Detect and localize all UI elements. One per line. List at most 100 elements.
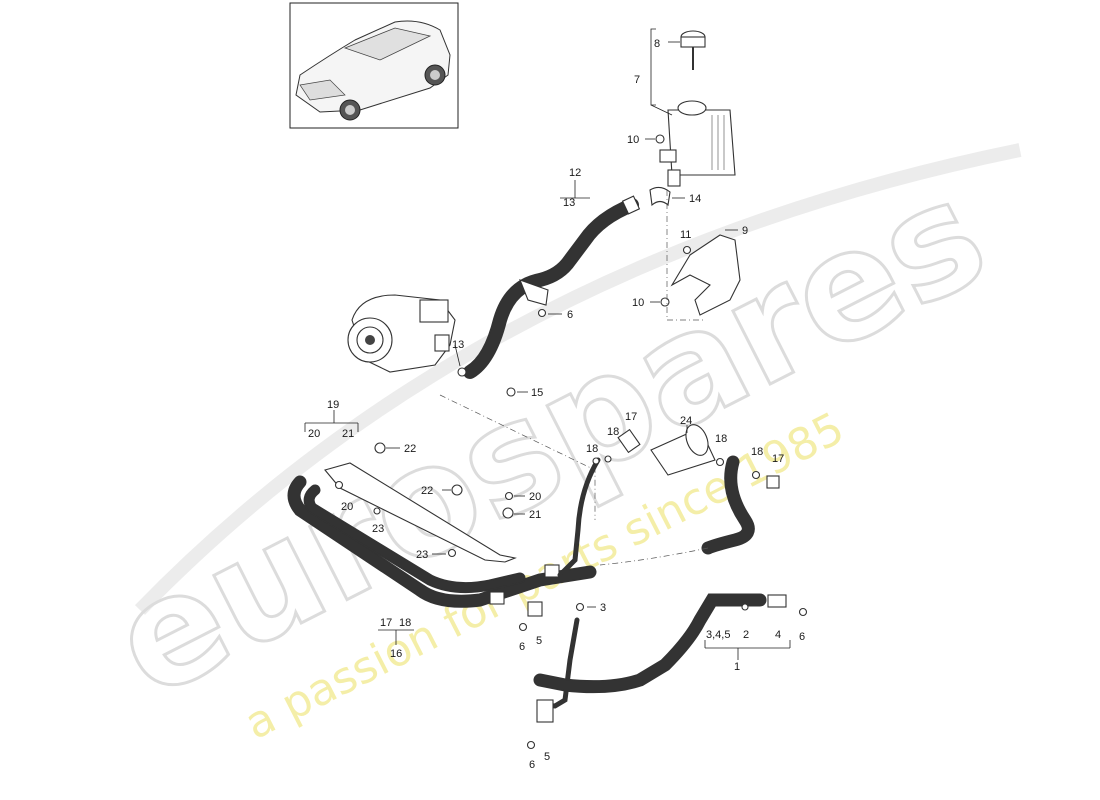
callout-11[interactable]: 11 (680, 229, 691, 241)
nut-15[interactable] (506, 387, 516, 397)
cooler-tube-inner-fill (305, 486, 524, 592)
bolt-6c[interactable] (798, 607, 808, 617)
reservoir-outlet (659, 149, 677, 163)
callout-6d[interactable]: 6 (529, 759, 535, 771)
rubber-mount-22a[interactable] (374, 442, 386, 454)
callout-23b[interactable]: 23 (416, 549, 428, 561)
banjo-bolt-17b[interactable] (766, 475, 780, 489)
bracket-assembly[interactable] (649, 186, 741, 321)
hose-clamp-14[interactable] (649, 186, 671, 207)
callout-22a[interactable]: 22 (404, 443, 416, 455)
bolt-6b[interactable] (518, 622, 528, 632)
callout-6c[interactable]: 6 (799, 631, 805, 643)
callout-13b[interactable]: 13 (452, 339, 464, 351)
callout-8[interactable]: 8 (654, 38, 660, 50)
callout-18b[interactable]: 18 (607, 426, 619, 438)
callout-20b[interactable]: 20 (341, 501, 353, 513)
nut-10a[interactable] (655, 134, 665, 144)
callout-12[interactable]: 12 (569, 167, 581, 179)
callout-3[interactable]: 3 (600, 602, 606, 614)
callout-7[interactable]: 7 (634, 74, 640, 86)
callout-22b[interactable]: 22 (421, 485, 433, 497)
callout-13a[interactable]: 13 (563, 197, 575, 209)
main-pressure-hose[interactable] (378, 593, 808, 750)
rubber-mount-21[interactable] (502, 507, 514, 519)
bolt-11[interactable] (682, 245, 692, 255)
power-steering-pump[interactable] (347, 294, 456, 373)
callout-18a[interactable]: 18 (586, 443, 598, 455)
hose-support-bracket (519, 279, 549, 306)
callout-18c[interactable]: 18 (715, 433, 727, 445)
callout-23a[interactable]: 23 (372, 523, 384, 535)
suction-hose-fill (464, 199, 638, 378)
hose-fitting-5a[interactable] (527, 601, 543, 617)
reservoir-ribs (711, 115, 725, 170)
callout-6b[interactable]: 6 (519, 641, 525, 653)
nut-23a[interactable] (373, 507, 381, 515)
callout-9[interactable]: 9 (742, 225, 748, 237)
nut-20c[interactable] (504, 491, 514, 501)
reference-line-bracket (666, 190, 705, 321)
vehicle-thumbnail (289, 2, 459, 129)
callout-5b[interactable]: 5 (544, 751, 550, 763)
mounting-bracket-9[interactable] (670, 234, 741, 316)
pressure-pipe-fill (558, 458, 600, 577)
high-pressure-hose-1-fill (535, 595, 765, 692)
callout-18d[interactable]: 18 (751, 446, 763, 458)
bracket-7 (650, 28, 656, 106)
callout-16[interactable]: 16 (390, 648, 402, 660)
callout-20a[interactable]: 20 (308, 428, 320, 440)
reservoir-assembly[interactable] (645, 28, 736, 187)
bolt-6d[interactable] (526, 740, 536, 750)
callout-18e[interactable]: 18 (399, 617, 411, 629)
callout-21b[interactable]: 21 (529, 509, 541, 521)
nut-23b[interactable] (447, 548, 457, 558)
seal-ring-18b[interactable] (604, 455, 612, 463)
vehicle-front-hub (345, 105, 355, 115)
watermark: eurospares a passion for parts since 198… (86, 143, 1022, 750)
seal-ring-2[interactable] (741, 603, 749, 611)
hose-fitting-5b[interactable] (536, 699, 554, 723)
seal-ring-18c[interactable] (715, 457, 725, 467)
cooler-mount-bar[interactable] (324, 462, 517, 563)
callout-20c[interactable]: 20 (529, 491, 541, 503)
bolt-6a[interactable] (537, 308, 547, 318)
callout-345[interactable]: 3,4,5 (706, 629, 730, 641)
leader-7 (650, 104, 673, 116)
callout-1[interactable]: 1 (734, 661, 740, 673)
callout-21a[interactable]: 21 (342, 428, 354, 440)
seal-ring-3[interactable] (575, 602, 585, 612)
callout-4[interactable]: 4 (775, 629, 781, 641)
callout-17a[interactable]: 17 (625, 411, 637, 423)
callout-5a[interactable]: 5 (536, 635, 542, 647)
clamp-13b[interactable] (457, 367, 467, 377)
banjo-fitting-17a[interactable] (617, 428, 641, 454)
callout-24[interactable]: 24 (680, 415, 692, 427)
vehicle-rear-hub (430, 70, 440, 80)
callout-17b[interactable]: 17 (772, 453, 784, 465)
callout-15[interactable]: 15 (531, 387, 543, 399)
steel-line-lower[interactable] (537, 617, 580, 709)
pressure-line-assembly[interactable] (557, 421, 780, 578)
watermark-swoosh (134, 143, 1022, 615)
seal-ring-18a[interactable] (592, 457, 600, 465)
callout-17c[interactable]: 17 (380, 617, 392, 629)
reservoir-tank[interactable] (667, 109, 736, 176)
flex-hose-return-fill (703, 457, 754, 553)
callout-2[interactable]: 2 (743, 629, 749, 641)
callout-labels: 8 7 10 12 13 14 9 11 10 6 13 15 19 20 21… (308, 38, 805, 771)
callout-6a[interactable]: 6 (567, 309, 573, 321)
callout-14[interactable]: 14 (689, 193, 701, 205)
callout-10a[interactable]: 10 (627, 134, 639, 146)
callout-19[interactable]: 19 (327, 399, 339, 411)
cooler-loop-assembly[interactable] (287, 410, 597, 608)
rubber-mount-22b[interactable] (451, 484, 463, 496)
nut-10b[interactable] (660, 297, 670, 307)
hose-fitting-4[interactable] (767, 594, 787, 608)
callout-10b[interactable]: 10 (632, 297, 644, 309)
seal-ring-18d[interactable] (751, 470, 761, 480)
nut-20b[interactable] (334, 480, 344, 490)
cooler-joint-a (544, 564, 560, 578)
